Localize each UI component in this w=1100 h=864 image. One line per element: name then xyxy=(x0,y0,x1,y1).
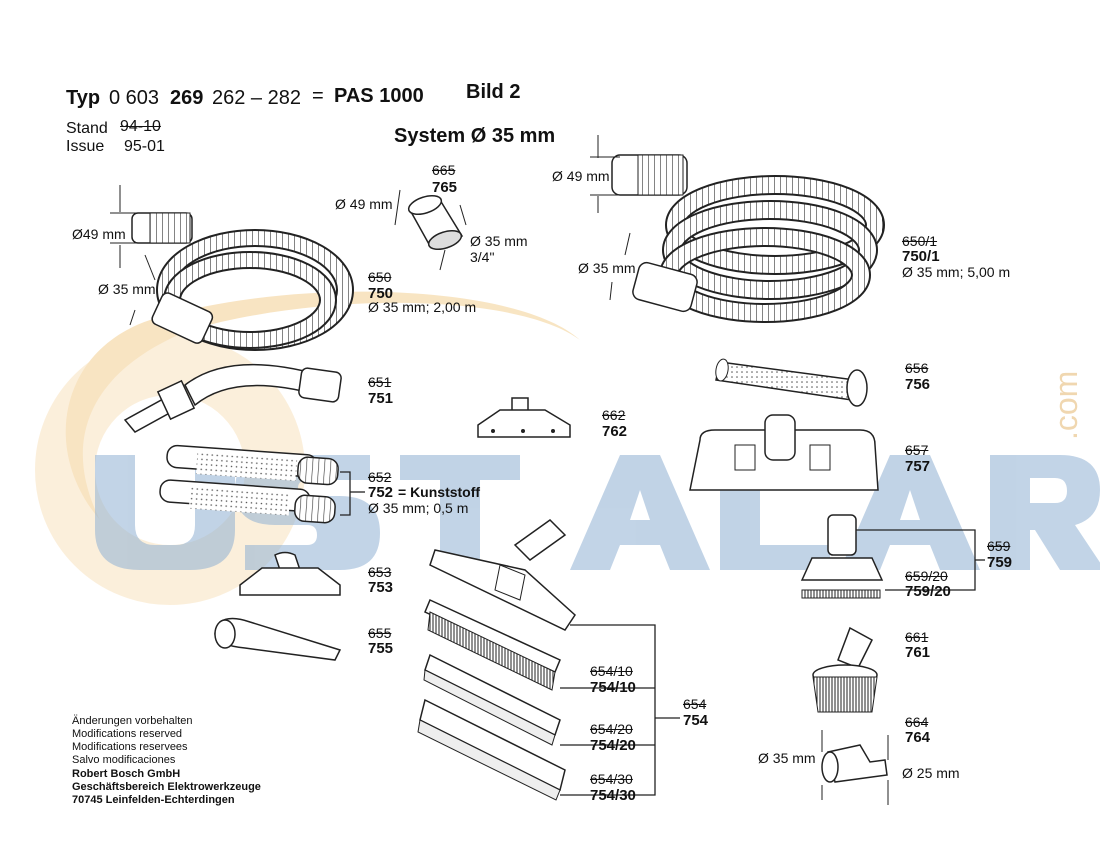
part-750-dim-bottom: Ø 35 mm xyxy=(98,281,156,297)
nozzle-753 xyxy=(239,551,341,596)
part-751-old: 651 xyxy=(368,374,392,390)
bracket-752 xyxy=(340,471,365,516)
part-750-1-old: 650/1 xyxy=(902,233,938,249)
crevice-nozzle-755 xyxy=(214,617,342,661)
part-752-spec: Ø 35 mm; 0,5 m xyxy=(368,500,469,516)
issue-label: Issue xyxy=(66,138,105,155)
part-754-30-old: 654/30 xyxy=(590,771,633,787)
typ-code-bold: 269 xyxy=(170,87,204,109)
hose-750 xyxy=(131,212,354,351)
part-756-old: 656 xyxy=(905,360,929,376)
part-752-material: = Kunststoff xyxy=(398,484,481,500)
part-765-dim3: 3/4" xyxy=(470,249,495,265)
adapter-765 xyxy=(407,195,464,250)
typ-code: 0 603 xyxy=(109,87,160,109)
part-753-number: 753 xyxy=(368,579,394,596)
floor-nozzle-757 xyxy=(689,414,879,491)
bild-label: Bild 2 xyxy=(466,81,521,103)
upholstery-nozzle-759 xyxy=(800,514,884,599)
part-756-number: 756 xyxy=(905,376,931,393)
part-752-old: 652 xyxy=(368,469,392,485)
part-750-number: 750 xyxy=(368,285,394,302)
bracket-759 xyxy=(856,529,985,591)
footer-division: Geschäftsbereich Elektrowerkzeuge xyxy=(72,781,261,793)
typ-label: Typ xyxy=(66,87,101,109)
footer-line-1: Änderungen vorbehalten xyxy=(72,715,193,727)
brush-strip-754-10 xyxy=(424,598,561,691)
part-750-dim-top: Ø49 mm xyxy=(72,226,126,242)
reducer-764 xyxy=(821,744,888,783)
part-764-number: 764 xyxy=(905,729,931,746)
part-753-old: 653 xyxy=(368,564,392,580)
dim-arrows-765 xyxy=(394,189,467,271)
part-765-dim1: Ø 49 mm xyxy=(335,196,393,212)
part-759-20-number: 759/20 xyxy=(905,583,951,600)
part-754-20-number: 754/20 xyxy=(590,737,636,754)
part-754-10-number: 754/10 xyxy=(590,679,636,696)
part-750-1-dim-bottom: Ø 35 mm xyxy=(578,260,636,276)
part-754-20-old: 654/20 xyxy=(590,721,633,737)
part-750-1-dim-top: Ø 49 mm xyxy=(552,168,610,184)
system-title: System Ø 35 mm xyxy=(394,125,556,147)
footer-line-2: Modifications reserved xyxy=(72,728,183,740)
part-762-number: 762 xyxy=(602,423,628,440)
extension-tubes-752 xyxy=(159,444,339,524)
dim-arrows-750 xyxy=(110,185,156,326)
watermark-suffix: .com xyxy=(1048,370,1084,440)
footer-company: Robert Bosch GmbH xyxy=(72,768,181,780)
part-754-old: 654 xyxy=(683,696,707,712)
footer-line-3: Modifications reservees xyxy=(72,741,188,753)
part-755-number: 755 xyxy=(368,640,394,657)
part-750-1-number: 750/1 xyxy=(902,248,940,265)
bent-tube-751 xyxy=(123,363,342,433)
part-759-20-old: 659/20 xyxy=(905,568,948,584)
nozzle-762 xyxy=(477,397,571,438)
part-764-dim-left: Ø 35 mm xyxy=(758,750,816,766)
footer-line-4: Salvo modificaciones xyxy=(72,754,176,766)
part-759-old: 659 xyxy=(987,538,1011,554)
footer-address: 70745 Leinfelden-Echterdingen xyxy=(72,794,235,806)
part-757-number: 757 xyxy=(905,458,931,475)
part-761-old: 661 xyxy=(905,629,929,645)
part-764-dim-right: Ø 25 mm xyxy=(902,765,960,781)
part-750-old: 650 xyxy=(368,269,392,285)
part-759-number: 759 xyxy=(987,554,1013,571)
part-765-number: 765 xyxy=(432,179,458,196)
bracket-754 xyxy=(560,624,680,796)
rubber-strip-754-30 xyxy=(417,698,566,801)
part-757-old: 657 xyxy=(905,442,929,458)
dim-arrows-764 xyxy=(821,730,889,805)
part-764-old: 664 xyxy=(905,714,929,730)
part-765-dim2: Ø 35 mm xyxy=(470,233,528,249)
part-754-10-old: 654/10 xyxy=(590,663,633,679)
part-750-1-spec: Ø 35 mm; 5,00 m xyxy=(902,264,1011,280)
part-750-spec: Ø 35 mm; 2,00 m xyxy=(368,299,477,315)
part-755-old: 655 xyxy=(368,625,392,641)
filter-tube-756 xyxy=(715,358,868,407)
part-751-number: 751 xyxy=(368,390,394,407)
part-762-old: 662 xyxy=(602,407,626,423)
part-752-number: 752 xyxy=(368,484,394,501)
round-brush-761 xyxy=(812,626,878,713)
typ-equals: = xyxy=(312,85,324,107)
part-754-number: 754 xyxy=(683,712,709,729)
issue-value: 95-01 xyxy=(124,138,165,155)
part-761-number: 761 xyxy=(905,644,931,661)
stand-label: Stand xyxy=(66,120,108,137)
wet-nozzle-754 xyxy=(429,519,576,631)
dim-arrows-750-1 xyxy=(590,135,631,301)
rubber-strip-754-20 xyxy=(423,653,561,746)
part-754-30-number: 754/30 xyxy=(590,787,636,804)
stand-value: 94-10 xyxy=(120,118,161,135)
typ-range: 262 – 282 xyxy=(212,87,301,109)
model-name: PAS 1000 xyxy=(334,85,424,107)
hose-750-1 xyxy=(611,154,885,323)
part-765-old: 665 xyxy=(432,162,456,178)
